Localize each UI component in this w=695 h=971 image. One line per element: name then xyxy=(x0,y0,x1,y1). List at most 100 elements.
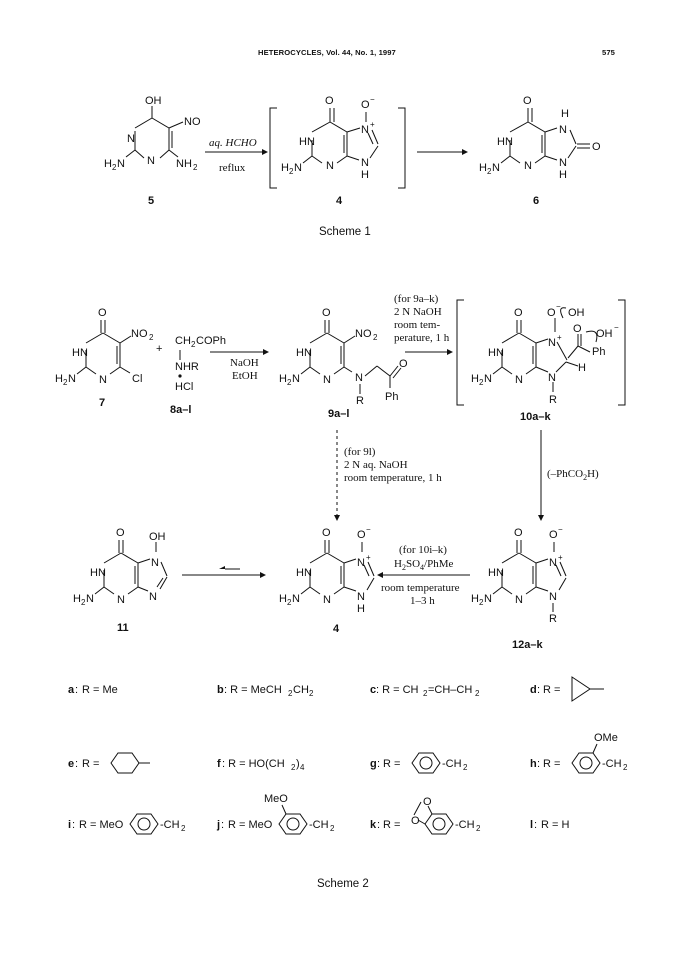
svg-text:H: H xyxy=(279,593,287,605)
journal-header: HETEROCYCLES, Vol. 44, No. 1, 1997 xyxy=(258,48,396,57)
svg-text:O: O xyxy=(514,307,523,319)
svg-text:R = Me: R = Me xyxy=(82,684,118,696)
right-bracket xyxy=(398,107,406,189)
svg-text:2: 2 xyxy=(288,689,293,698)
svg-text:N: N xyxy=(549,591,557,603)
substituent-l: l: R = H xyxy=(530,819,569,831)
svg-text:2: 2 xyxy=(623,763,628,772)
svg-text:H: H xyxy=(55,373,63,385)
svg-text:N: N xyxy=(355,372,363,384)
step2-reagent: 2 N NaOH xyxy=(394,306,442,318)
arrow-head xyxy=(538,515,544,521)
svg-text:O: O xyxy=(523,95,532,107)
arrow-head xyxy=(462,149,468,155)
svg-text:2: 2 xyxy=(63,378,68,387)
substituent-a: a: R = Me xyxy=(68,684,118,696)
arrow-head xyxy=(334,515,340,521)
svg-text:2: 2 xyxy=(309,689,314,698)
svg-text:COPh: COPh xyxy=(196,335,226,347)
svg-text:N: N xyxy=(147,155,155,167)
svg-text:2: 2 xyxy=(112,163,117,172)
svg-text:HN: HN xyxy=(488,567,504,579)
svg-text:N: N xyxy=(151,557,159,569)
left-bracket xyxy=(269,107,277,189)
svg-text:2: 2 xyxy=(193,163,198,172)
benzodioxole-ring xyxy=(424,813,454,835)
svg-text:OMe: OMe xyxy=(594,732,618,744)
svg-text:OH: OH xyxy=(149,531,166,543)
svg-text::: : xyxy=(537,684,540,696)
svg-text:N: N xyxy=(515,374,523,386)
arrow-head xyxy=(262,149,268,155)
svg-text:N: N xyxy=(292,593,300,605)
svg-text:Ph: Ph xyxy=(592,346,605,358)
svg-text:i: i xyxy=(68,819,71,831)
arrow-head xyxy=(377,572,383,578)
svg-text:O: O xyxy=(361,99,370,111)
svg-text:2: 2 xyxy=(423,689,428,698)
svg-text:-CH: -CH xyxy=(160,819,180,831)
step5-reagent: H2SO4/PhMe xyxy=(394,558,453,572)
svg-text:): ) xyxy=(296,758,300,770)
svg-text::: : xyxy=(221,819,224,831)
svg-text:O: O xyxy=(411,815,420,827)
svg-text:2: 2 xyxy=(191,340,196,349)
svg-text:+: + xyxy=(558,553,563,562)
step3-label: (–PhCO2H) xyxy=(547,468,599,482)
svg-text:N: N xyxy=(149,591,157,603)
svg-text:H: H xyxy=(73,593,81,605)
arrow-head xyxy=(447,349,453,355)
svg-text:2: 2 xyxy=(373,333,378,342)
svg-text:l: l xyxy=(530,819,533,831)
svg-text:2: 2 xyxy=(149,333,154,342)
svg-text:2: 2 xyxy=(463,763,468,772)
svg-text:NO: NO xyxy=(131,328,148,340)
svg-text:N: N xyxy=(559,157,567,169)
svg-text:NHR: NHR xyxy=(175,361,199,373)
svg-text:-CH: -CH xyxy=(442,758,462,770)
arrow-head xyxy=(263,349,269,355)
svg-text:N: N xyxy=(484,373,492,385)
svg-text:R =: R = xyxy=(383,819,400,831)
svg-text::: : xyxy=(537,758,540,770)
svg-text:+: + xyxy=(366,553,371,562)
svg-text:R: R xyxy=(549,394,557,406)
arrow-head xyxy=(260,572,266,578)
svg-text:H: H xyxy=(357,603,365,615)
compound-6-label: 6 xyxy=(533,195,539,207)
svg-text:N: N xyxy=(548,337,556,349)
svg-text:: R = HO(CH: : R = HO(CH xyxy=(222,758,285,770)
svg-text:N: N xyxy=(549,557,557,569)
svg-text:N: N xyxy=(548,372,556,384)
svg-text:O: O xyxy=(98,307,107,319)
svg-text:2: 2 xyxy=(330,824,335,833)
svg-text:-CH: -CH xyxy=(602,758,622,770)
svg-text:2: 2 xyxy=(475,689,480,698)
svg-text:R = MeO: R = MeO xyxy=(79,819,124,831)
svg-text:NO: NO xyxy=(355,328,372,340)
reagent-label: aq. HCHO xyxy=(209,137,257,149)
svg-text:R =: R = xyxy=(543,758,560,770)
svg-text::: : xyxy=(75,684,78,696)
svg-text:O: O xyxy=(322,527,331,539)
svg-text:f: f xyxy=(217,758,221,770)
svg-text:N: N xyxy=(117,594,125,606)
step1-reagent: NaOH xyxy=(230,357,259,369)
svg-text:N: N xyxy=(326,160,334,172)
svg-text:CH: CH xyxy=(293,684,309,696)
scheme-1-caption: Scheme 1 xyxy=(319,226,371,238)
svg-text:2: 2 xyxy=(287,378,292,387)
svg-text:2: 2 xyxy=(289,167,294,176)
svg-text:2: 2 xyxy=(487,167,492,176)
svg-text::: : xyxy=(377,758,380,770)
svg-text:R =: R = xyxy=(543,684,560,696)
svg-text:R = H: R = H xyxy=(541,819,569,831)
step2-temp: room tem- xyxy=(394,319,440,331)
